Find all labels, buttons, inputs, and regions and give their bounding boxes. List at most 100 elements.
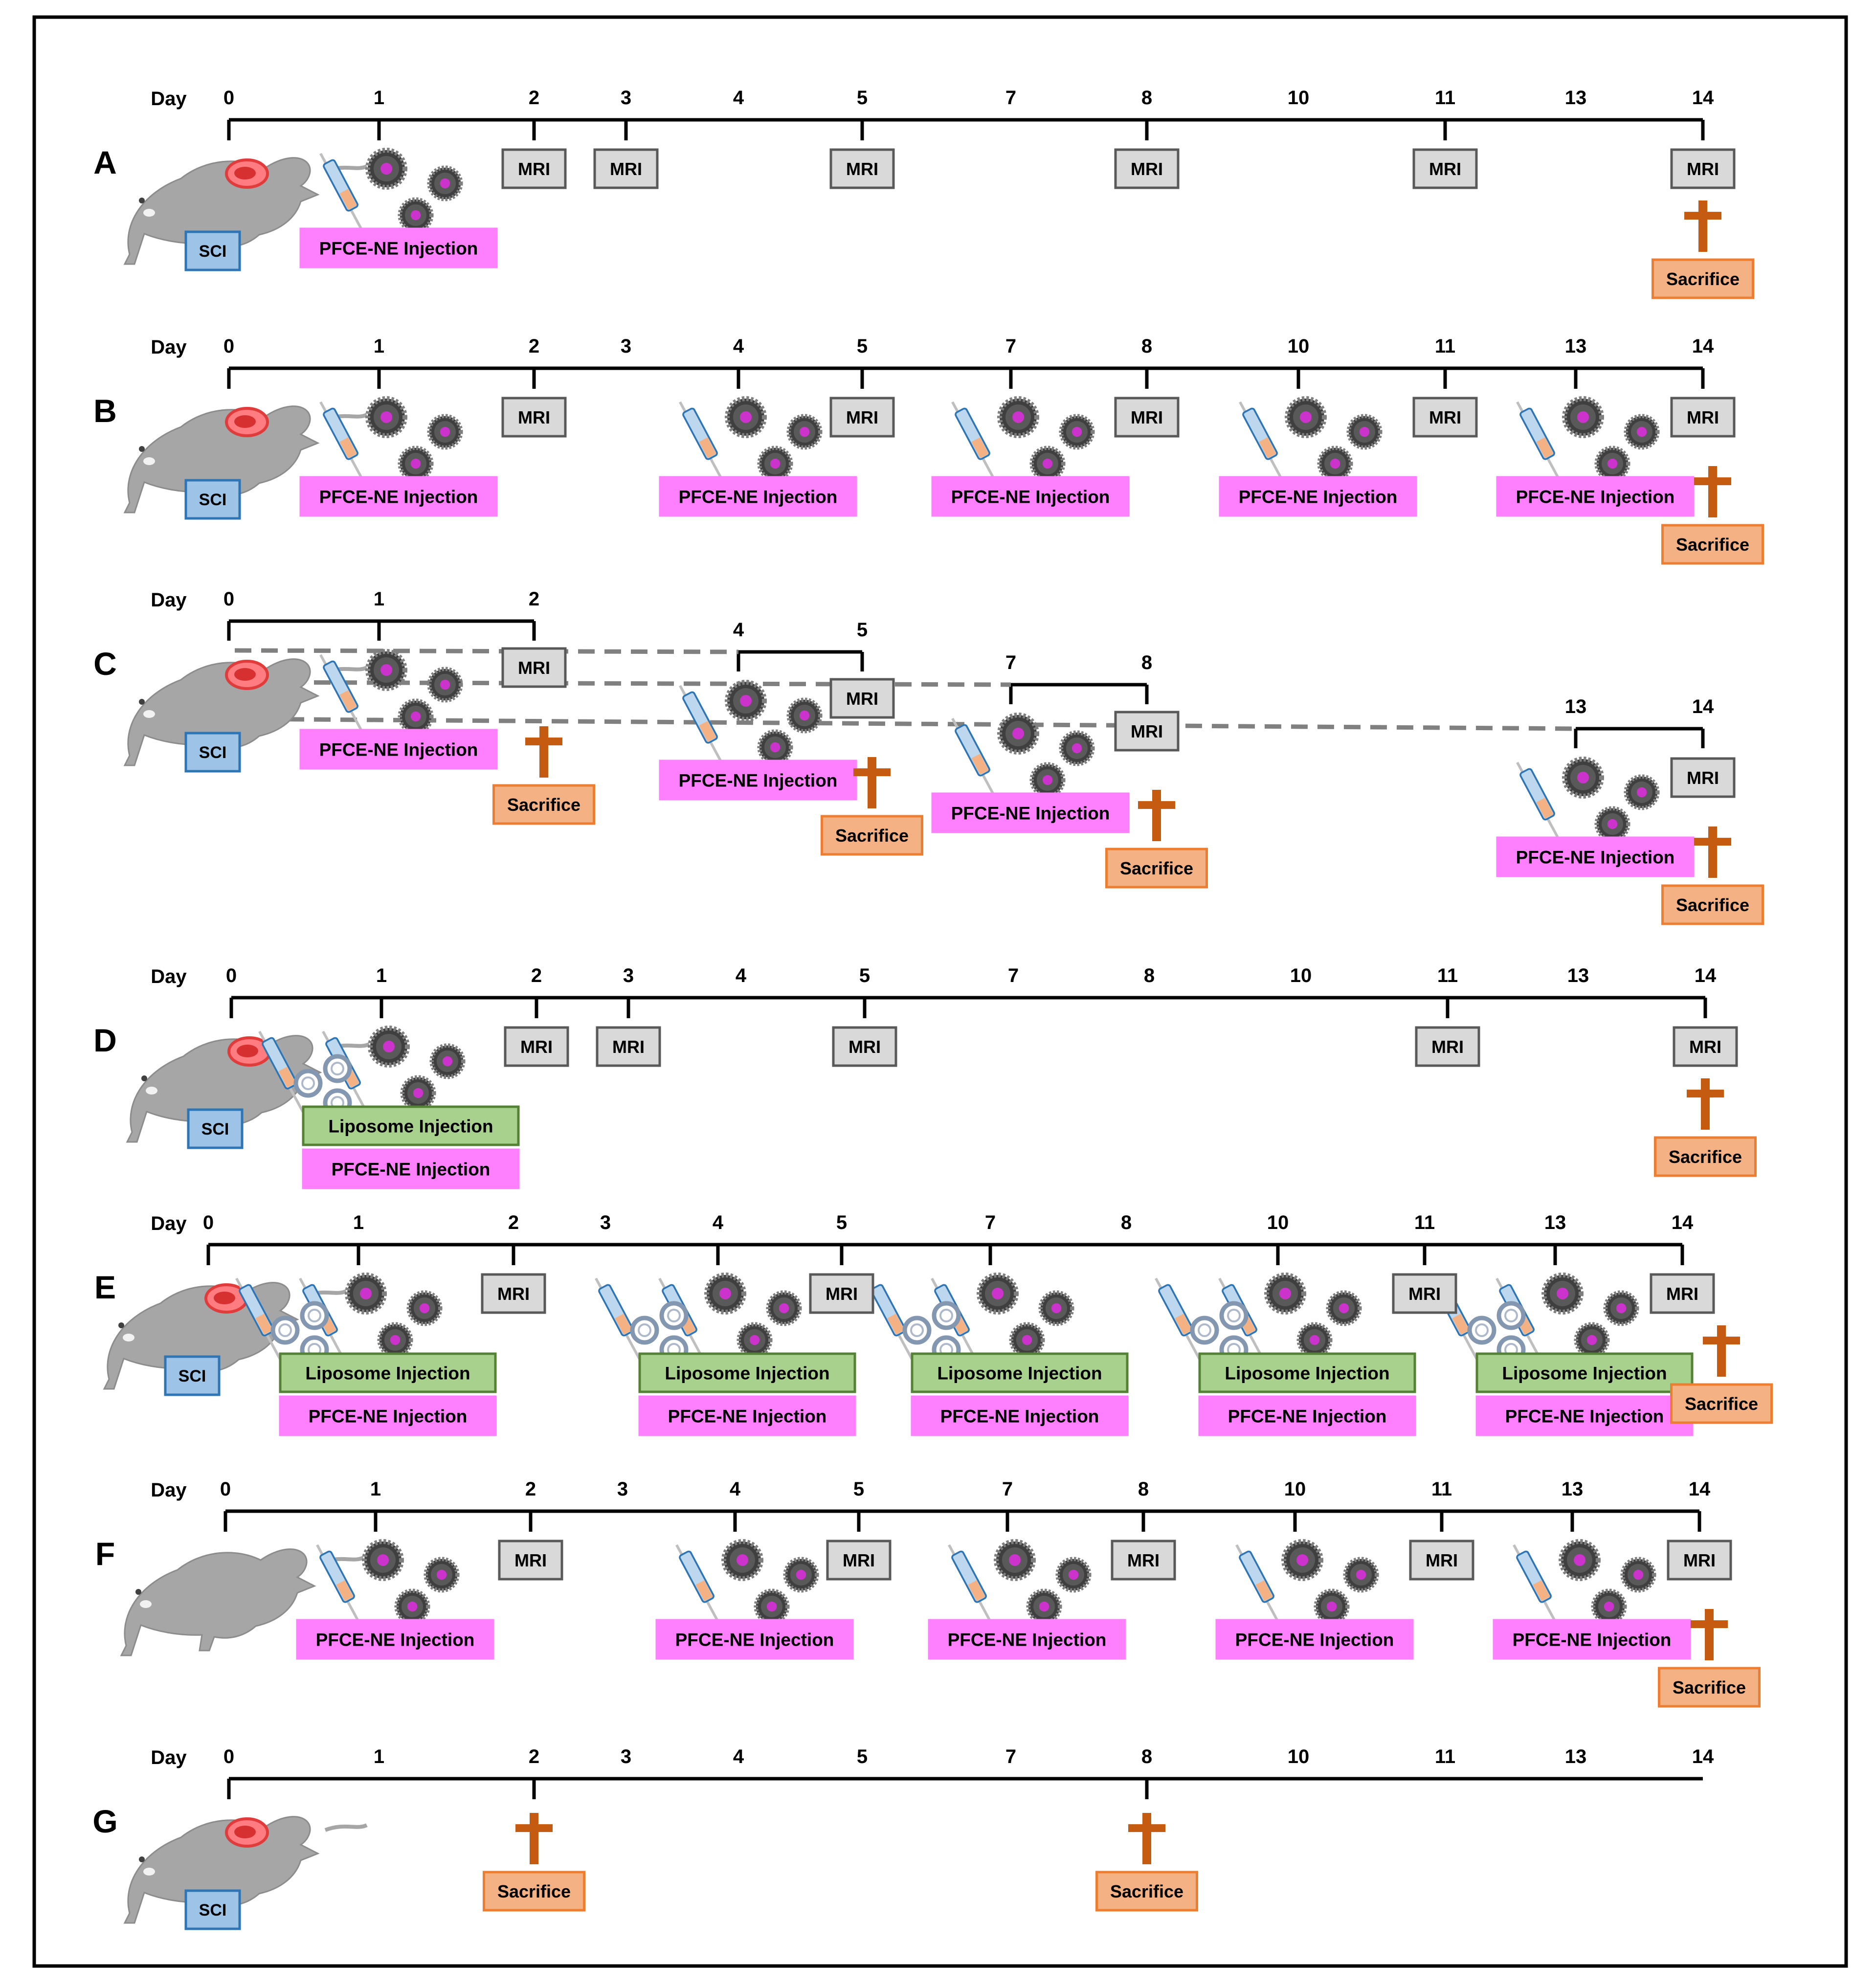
mri-label-label: MRI (848, 1037, 881, 1057)
mri-label-box (1114, 397, 1180, 438)
cross-horizontal (1138, 801, 1175, 809)
pfce-ne-injection-label-label: PFCE-NE Injection (1228, 1406, 1387, 1426)
day-label: Day (151, 589, 187, 611)
sacrifice-label: Sacrifice (483, 1871, 585, 1912)
nanoemulsion-particle-icon (996, 1541, 1033, 1579)
pfce-ne-injection-label: PFCE-NE Injection (638, 1395, 856, 1436)
day-number-11: 11 (1431, 1478, 1452, 1500)
sacrifice-label-box (821, 815, 923, 856)
mri-label: MRI (498, 1540, 563, 1581)
pfce-ne-injection-label-label: PFCE-NE Injection (316, 1630, 475, 1650)
cross-horizontal (1694, 477, 1731, 486)
nanoemulsion-particle-icon (429, 669, 461, 701)
nanoemulsion-particle-icon (759, 732, 791, 763)
cross-vertical (1142, 1813, 1151, 1864)
day-number-1: 1 (374, 87, 384, 109)
mri-label: MRI (1670, 757, 1736, 798)
pfce-ne-injection-label-label: PFCE-NE Injection (679, 487, 838, 507)
cross-vertical (1717, 1325, 1726, 1377)
day-number-3: 3 (621, 1746, 631, 1767)
day-number-3: 3 (600, 1212, 611, 1233)
day-number-2: 2 (531, 965, 542, 986)
sacrifice-label-label: Sacrifice (1673, 1677, 1746, 1698)
sacrifice-label-label: Sacrifice (1120, 858, 1193, 878)
liposome-icon (1222, 1303, 1246, 1328)
mri-label-label: MRI (1689, 1037, 1721, 1057)
mri-label-label: MRI (497, 1284, 530, 1304)
day-number-2: 2 (508, 1212, 519, 1233)
mri-label-label: MRI (514, 1550, 547, 1570)
sci-label-label: SCI (199, 242, 227, 261)
mri-label-box (1650, 1273, 1715, 1314)
sacrifice-label: Sacrifice (1658, 1667, 1761, 1708)
liposome-injection-label-label: Liposome Injection (305, 1363, 470, 1383)
nanoemulsion-particle-icon (707, 1275, 744, 1312)
mri-label-box (1114, 711, 1180, 752)
sacrifice-label: Sacrifice (1670, 1383, 1773, 1424)
day-label: Day (151, 1213, 187, 1234)
day-number-0: 0 (226, 965, 237, 986)
mri-label-box (501, 148, 567, 189)
nanoemulsion-particle-icon (429, 416, 461, 448)
pfce-ne-injection-label: PFCE-NE Injection (299, 476, 498, 517)
mri-label: MRI (1673, 1026, 1738, 1067)
sacrifice-label-box (492, 784, 595, 825)
sacrifice-label-box (1670, 1383, 1773, 1424)
day-number-7: 7 (985, 1212, 996, 1233)
day-number-8: 8 (1141, 1746, 1152, 1767)
mri-label: MRI (1667, 1540, 1732, 1581)
mri-label-label: MRI (1687, 407, 1719, 427)
nanoemulsion-particle-icon (402, 1077, 434, 1109)
sacrifice-label-label: Sacrifice (835, 826, 909, 846)
nanoemulsion-particle-icon (1287, 399, 1324, 436)
nanoemulsion-particle-icon (426, 1559, 458, 1591)
mri-label: MRI (481, 1273, 546, 1314)
mri-label: MRI (1114, 711, 1180, 752)
day-number-3: 3 (621, 87, 631, 109)
nanoemulsion-particle-icon (1597, 448, 1629, 480)
nanoemulsion-particle-icon (1061, 416, 1093, 448)
panel-letter: C (93, 646, 117, 682)
sci-label-label: SCI (199, 743, 227, 762)
sacrifice-label: Sacrifice (821, 815, 923, 856)
day-number-5: 5 (836, 1212, 847, 1233)
sacrifice-cross-icon (1694, 826, 1731, 878)
pfce-ne-injection-label-box (931, 792, 1130, 833)
day-number-14: 14 (1692, 696, 1714, 717)
mri-label: MRI (1650, 1273, 1715, 1314)
pfce-ne-injection-label-box (302, 1148, 520, 1189)
mri-label-box (1114, 148, 1180, 189)
sacrifice-label: Sacrifice (1654, 1136, 1757, 1177)
mri-label-label: MRI (520, 1037, 553, 1057)
pfce-ne-injection-label-label: PFCE-NE Injection (332, 1159, 491, 1179)
day-number-5: 5 (857, 619, 868, 641)
nanoemulsion-particle-icon (1011, 1324, 1043, 1356)
panel-letter: F (95, 1536, 115, 1572)
pfce-ne-injection-label-box (299, 729, 498, 770)
day-number-7: 7 (1008, 965, 1019, 986)
liposome-injection-label-label: Liposome Injection (937, 1363, 1102, 1383)
pfce-ne-injection-label: PFCE-NE Injection (296, 1619, 494, 1660)
day-number-10: 10 (1290, 965, 1312, 986)
sacrifice-label-box (1661, 884, 1764, 925)
day-number-1: 1 (374, 588, 384, 610)
mri-label-box (1667, 1540, 1732, 1581)
liposome-injection-label: Liposome Injection (911, 1352, 1129, 1393)
mri-label: MRI (501, 148, 567, 189)
mri-label-label: MRI (1687, 159, 1719, 179)
day-number-0: 0 (203, 1212, 214, 1233)
mri-label: MRI (501, 397, 567, 438)
day-number-10: 10 (1267, 1212, 1289, 1233)
day-number-7: 7 (1005, 335, 1016, 357)
day-number-5: 5 (857, 335, 868, 357)
nanoemulsion-particle-icon (364, 1541, 402, 1579)
pfce-ne-injection-label: PFCE-NE Injection (1475, 1395, 1694, 1436)
group-connector-dashed-line (234, 648, 739, 654)
nanoemulsion-particle-icon (727, 682, 764, 719)
pfce-ne-injection-label: PFCE-NE Injection (655, 1619, 854, 1660)
mri-label-label: MRI (1426, 1550, 1458, 1570)
sci-label-label: SCI (179, 1367, 206, 1385)
sacrifice-cross-icon (525, 726, 562, 778)
day-number-1: 1 (374, 1746, 384, 1767)
sacrifice-cross-icon (515, 1813, 553, 1864)
